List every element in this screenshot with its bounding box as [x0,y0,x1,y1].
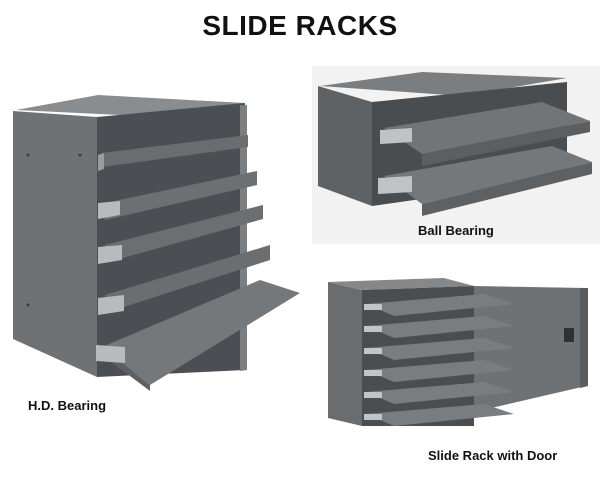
hd-bearing-rack-image [10,95,305,395]
hd-drawer-3 [98,205,263,264]
door-panel [474,286,588,412]
slide-rack-with-door-caption: Slide Rack with Door [428,448,558,463]
door-lock-icon [564,328,574,342]
hd-drawer-5 [96,280,300,391]
hd-drawer-4 [98,245,270,315]
door-drawer-1 [364,294,514,316]
ball-drawer-2 [378,146,592,216]
door-drawer-2 [364,316,514,338]
page-title: SLIDE RACKS [202,10,398,41]
hd-bearing-caption: H.D. Bearing [28,398,107,413]
hd-bearing-rack-svg [13,95,300,391]
hd-drawer-2 [98,171,257,220]
slide-rack-with-door-image [324,276,592,442]
ball-bearing-rack-image [312,66,600,244]
hd-drawer-1 [98,135,248,171]
door-drawer-6 [364,404,514,426]
ball-bearing-caption: Ball Bearing [418,223,494,238]
slide-rack-with-door-svg [328,278,588,426]
ball-bearing-rack-svg [318,72,592,216]
ball-drawer-1 [380,102,590,166]
door-drawer-4 [364,360,514,382]
door-drawer-5 [364,382,514,404]
door-drawer-3 [364,338,514,360]
